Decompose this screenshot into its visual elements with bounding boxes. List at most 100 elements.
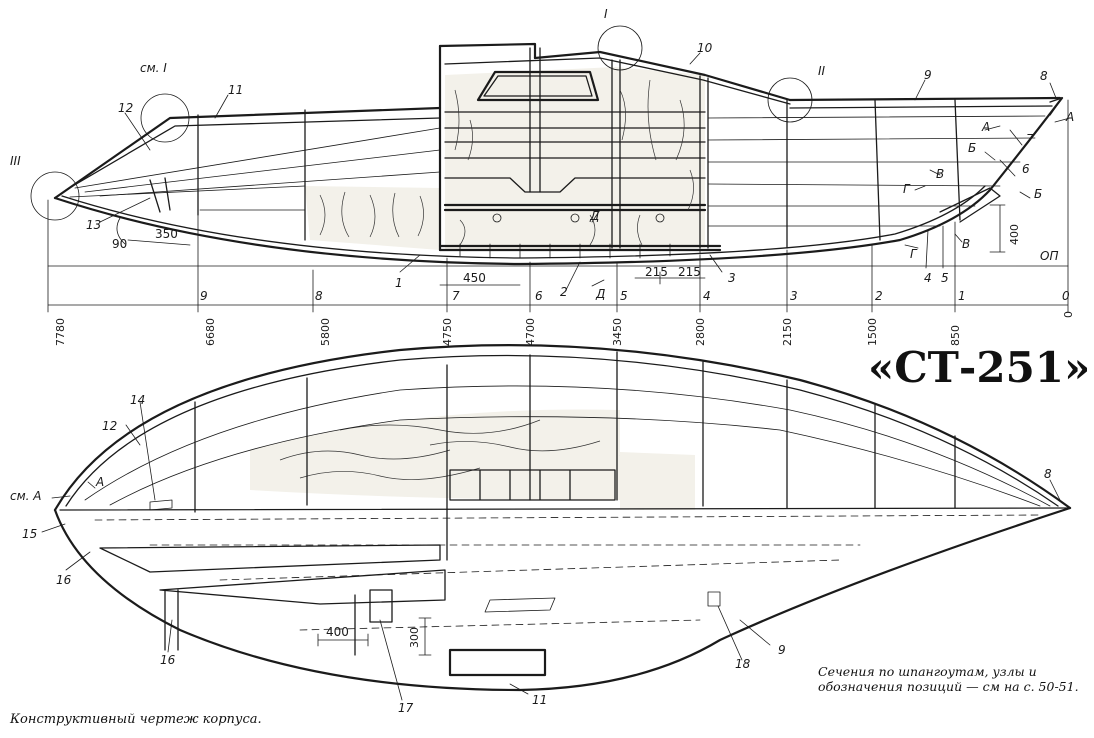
detail-ref-III: III — [10, 154, 21, 168]
lightening-hole — [570, 213, 580, 223]
deck-plywood-panel — [250, 409, 620, 500]
section-mark: Г — [910, 247, 918, 261]
part-number: 13 — [86, 218, 101, 232]
floor-timbers — [459, 243, 701, 259]
local-dim-lines — [116, 217, 706, 286]
section-mark: Б — [968, 141, 976, 155]
section-mark: А — [95, 475, 104, 489]
lightening-hole — [655, 213, 665, 223]
part-number: 12 — [118, 101, 133, 115]
drawing-title: «СТ-251» — [868, 343, 1091, 392]
cabin-stringers — [444, 111, 706, 159]
plan-sheer-inner — [65, 354, 1059, 507]
aft-stringers — [69, 185, 306, 211]
mast-step-block — [369, 589, 393, 623]
frame-offset: 3450 — [611, 318, 624, 346]
detail-ref-see-I: см. I — [140, 61, 167, 75]
fore-frames — [786, 99, 961, 249]
section-mark: Д — [595, 287, 605, 301]
aft-frames — [197, 109, 306, 241]
plan-hidden-lines — [94, 514, 1041, 631]
part-number: 15 — [22, 527, 37, 541]
sheer-inner — [65, 117, 441, 191]
plywood-grain — [319, 191, 424, 238]
part-number: 12 — [102, 419, 117, 433]
section-mark: В — [936, 167, 944, 181]
chine-line — [61, 185, 986, 259]
frame-number: 1 — [958, 289, 966, 303]
companionway-hatch — [438, 42, 537, 60]
fitting-18 — [707, 591, 721, 607]
dim-215-a: 215 — [645, 265, 668, 279]
hatch-opening — [448, 648, 547, 677]
dim-400: 400 — [326, 625, 349, 639]
frame-number: 2 — [875, 289, 883, 303]
frame-number: 4 — [703, 289, 711, 303]
plan-frames — [194, 351, 956, 561]
plan-mark-ticks — [51, 481, 96, 499]
frame-number: 0 — [1062, 289, 1070, 303]
cabin-frames — [529, 47, 709, 249]
detail-ref-II: II — [818, 64, 826, 78]
dim-400-vertical: 400 — [1008, 224, 1021, 245]
part-number: 8 — [1044, 467, 1052, 481]
section-mark: А — [981, 120, 990, 134]
section-mark-ticks — [591, 117, 1071, 287]
part-number: 2 — [560, 285, 568, 299]
transom-knee — [149, 177, 171, 213]
section-mark: А — [1065, 110, 1074, 124]
aft-deck-line — [53, 106, 442, 200]
detail-ref-see-A: см. А — [10, 489, 42, 503]
plan-sheer-upper — [53, 344, 1072, 512]
side-plywood-panel — [305, 186, 440, 250]
frame-offset: 4700 — [524, 318, 537, 346]
hull-keel-line — [53, 96, 1064, 266]
frame-offset: 7780 — [54, 318, 67, 346]
plywood-grain — [454, 79, 694, 246]
dim-90: 90 — [112, 237, 127, 251]
part-number: 4 — [924, 271, 932, 285]
part-number: 11 — [532, 693, 547, 707]
part-number: 14 — [130, 393, 145, 407]
cockpit-seat-frame — [449, 469, 616, 501]
detail-ref-I: I — [604, 7, 608, 21]
frame-offset: 2150 — [781, 318, 794, 346]
part-number: 16 — [56, 573, 72, 587]
dim-350: 350 — [155, 227, 178, 241]
sheer-inner-fore — [789, 105, 1053, 109]
fitting-14 — [149, 499, 173, 511]
cabin-roof-line — [533, 50, 792, 102]
plan-centerline — [59, 507, 1071, 511]
part-number: 11 — [228, 83, 243, 97]
dim-215-b: 215 — [678, 265, 701, 279]
part-number: 17 — [398, 701, 414, 715]
part-number: 9 — [924, 68, 932, 82]
plan-knees — [164, 589, 356, 656]
cabin-window — [476, 70, 600, 102]
cabin-roof-inner — [444, 57, 791, 105]
section-mark: В — [962, 237, 970, 251]
reference-note: Сечения по шпангоутам, узлы и обозначени… — [818, 664, 1079, 694]
part-number: 16 — [160, 653, 176, 667]
plan-part-leaders — [41, 401, 1061, 701]
part-number: 9 — [778, 643, 786, 657]
part-number: 6 — [1022, 162, 1030, 176]
bulkhead-plywood — [620, 452, 695, 510]
frame-offset: 850 — [949, 325, 962, 346]
plywood-grain — [279, 419, 691, 480]
cabin-sole — [443, 203, 707, 212]
plan-stringers — [84, 385, 1051, 507]
detail-circle-III — [30, 171, 80, 221]
part-number: 3 — [728, 271, 736, 285]
cabin-berth-line — [444, 177, 706, 193]
dim-450: 450 — [463, 271, 486, 285]
hull-stringers — [74, 115, 1046, 227]
part-number: 5 — [941, 271, 949, 285]
freeboard-dim-line — [989, 204, 1006, 253]
plan-sheer-lower — [53, 506, 1072, 692]
part-number: 10 — [697, 41, 713, 55]
frame-offset: 6680 — [204, 318, 217, 346]
frame-offset: 1500 — [866, 318, 879, 346]
frame-number: 5 — [620, 289, 628, 303]
